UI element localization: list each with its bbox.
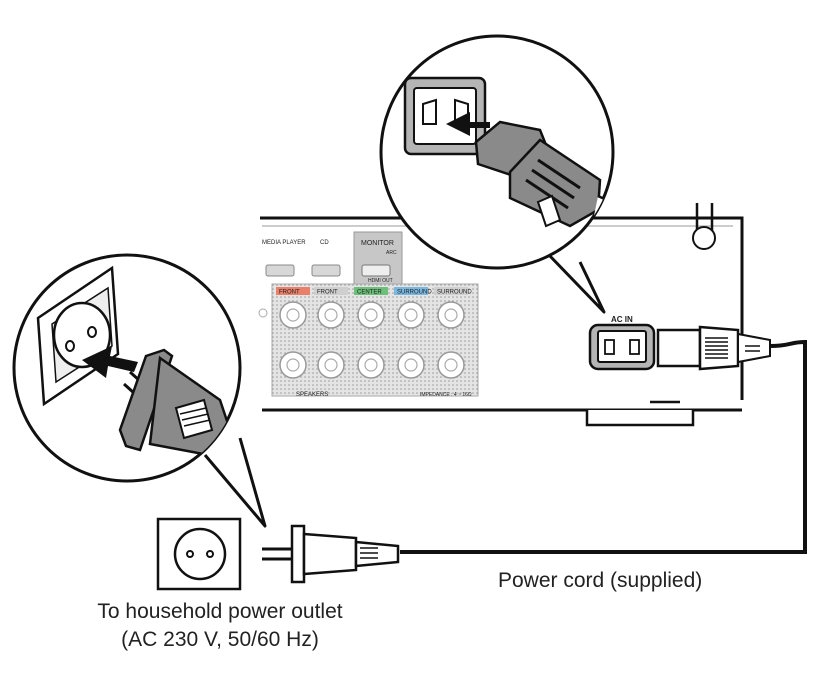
outlet-caption-line2: (AC 230 V, 50/60 Hz) [121,628,319,651]
speaker-binding-post-hole [324,358,338,372]
hdmi-out-label: HDMI OUT [368,278,393,284]
power-cord [400,339,807,554]
speaker-binding-post-hole [364,308,378,322]
iec-plug-small [656,325,771,371]
channel-label-front-left: FRONT [279,290,300,296]
speaker-binding-post-hole [324,308,338,322]
callout-pointer-outlet [203,437,267,528]
monitor-label: MONITOR [361,240,394,247]
insert-arrow-left [82,346,138,378]
channel-label-surround-right: SURROUND [437,290,472,296]
channel-label-center: CENTER [357,290,382,296]
speaker-binding-post-hole [404,308,418,322]
schuko-plug-small [262,524,400,584]
speaker-binding-post-hole [364,358,378,372]
wall-socket-small [156,517,242,591]
ac-in-zoom [403,76,613,234]
power-cord-caption: Power cord (supplied) [498,569,703,592]
arc-label: ARC [386,250,397,256]
speaker-binding-post-hole [444,358,458,372]
ac-in-socket: AC IN [588,315,656,371]
speaker-binding-post-hole [404,358,418,372]
speaker-binding-post-hole [286,358,300,372]
speaker-binding-post-hole [286,308,300,322]
outlet-caption-line1: To household power outlet [97,600,343,623]
outlet-zoom [36,265,240,476]
ac-in-label: AC IN [611,315,633,324]
insert-arrow-right [446,112,490,136]
speaker-terminals: FRONT FRONT CENTER SURROUND SURROUND SPE… [258,283,479,398]
channel-label-front-right: FRONT [317,290,338,296]
speakers-label: SPEAKERS [296,392,328,398]
hdmi-section: MEDIA PLAYER CD MONITOR ARC HDMI OUT [262,231,403,285]
outlet-caption: To household power outlet (AC 230 V, 50/… [0,598,440,654]
speaker-binding-post-hole [444,308,458,322]
channel-label-surround-left: SURROUND [397,290,432,296]
impedance-label: IMPEDANCE : 4 ~ 16Ω [420,392,472,398]
hdmi-input-label-media-player: MEDIA PLAYER [262,240,306,246]
hdmi-input-label-cd: CD [320,240,329,246]
callout-pointer-ac-in [546,252,606,314]
